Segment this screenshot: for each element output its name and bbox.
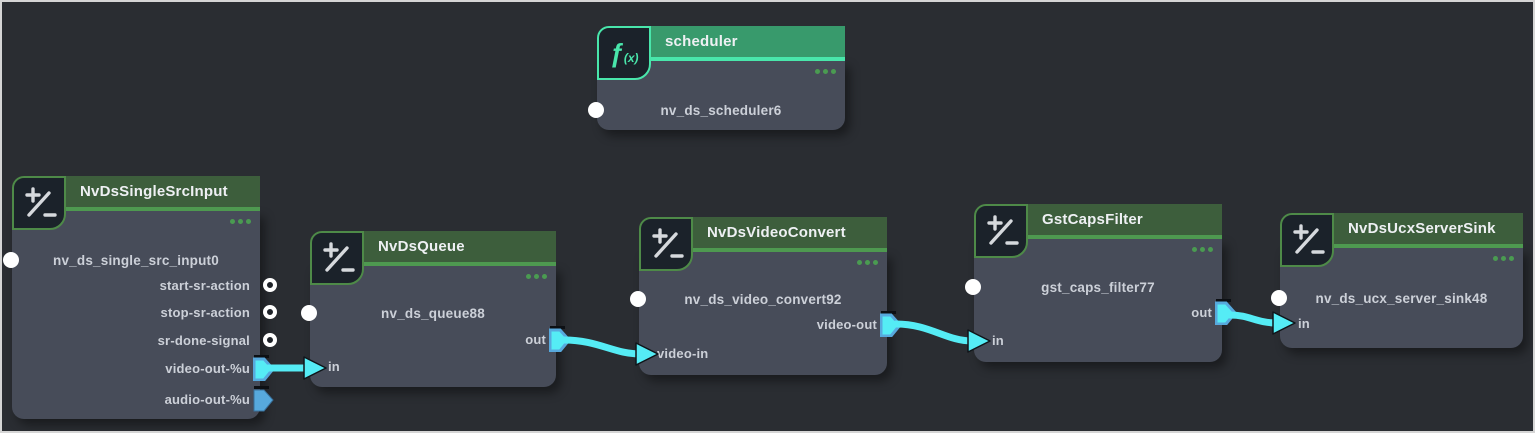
node-ref-port[interactable] <box>588 102 604 118</box>
node-header[interactable]: GstCapsFilter <box>1028 204 1222 239</box>
signal-port[interactable] <box>263 333 277 347</box>
plus-minus-icon <box>310 231 364 285</box>
wire-queue-to-videoconvert[interactable] <box>560 336 644 358</box>
more-options-icon[interactable] <box>812 69 836 74</box>
node-title: NvDsSingleSrcInput <box>80 183 228 200</box>
output-port[interactable] <box>879 311 902 338</box>
function-fx-icon: ƒ(x) <box>597 26 651 80</box>
plus-minus-icon <box>639 217 693 271</box>
output-port[interactable] <box>548 326 571 353</box>
node-nvds-video-convert[interactable]: NvDsVideoConvert nv_ds_video_convert92 v… <box>630 217 902 375</box>
node-title: NvDsVideoConvert <box>707 224 846 241</box>
output-port[interactable] <box>252 355 275 382</box>
node-body <box>639 252 887 375</box>
instance-name: nv_ds_scheduler6 <box>660 102 782 118</box>
port-label: video-in <box>657 345 709 361</box>
node-ref-port[interactable] <box>3 252 19 268</box>
node-ref-port[interactable] <box>301 305 317 321</box>
node-body <box>310 266 556 387</box>
node-ref-port[interactable] <box>965 279 981 295</box>
node-ref-port[interactable] <box>630 291 646 307</box>
node-title: scheduler <box>665 33 738 50</box>
node-header[interactable]: NvDsQueue <box>364 231 556 266</box>
output-port[interactable] <box>1214 299 1237 326</box>
node-ref-port[interactable] <box>1271 290 1287 306</box>
plus-minus-icon <box>12 176 66 230</box>
port-label: out <box>1191 304 1212 320</box>
port-label: sr-done-signal <box>157 332 250 348</box>
port-label: audio-out-%u <box>164 391 250 407</box>
instance-name: nv_ds_video_convert92 <box>684 291 842 307</box>
node-title: GstCapsFilter <box>1042 211 1143 228</box>
more-options-icon[interactable] <box>1490 256 1514 261</box>
node-title: NvDsQueue <box>378 238 465 255</box>
port-label: start-sr-action <box>159 277 250 293</box>
more-options-icon[interactable] <box>523 274 547 279</box>
node-body <box>12 211 260 419</box>
port-label: stop-sr-action <box>160 304 250 320</box>
more-options-icon[interactable] <box>227 219 251 224</box>
node-body <box>974 239 1222 362</box>
signal-port[interactable] <box>263 278 277 292</box>
node-scheduler[interactable]: ƒ(x) scheduler nv_ds_scheduler6 <box>588 26 845 130</box>
port-label: in <box>1298 315 1310 331</box>
more-options-icon[interactable] <box>854 260 878 265</box>
port-label: video-out-%u <box>165 360 250 376</box>
node-nvds-ucx-server-sink[interactable]: NvDsUcxServerSink nv_ds_ucx_server_sink4… <box>1271 213 1523 348</box>
plus-minus-icon <box>974 204 1028 258</box>
more-options-icon[interactable] <box>1189 247 1213 252</box>
plus-minus-icon <box>1280 213 1334 267</box>
node-title: NvDsUcxServerSink <box>1348 220 1496 237</box>
node-nvds-single-src-input[interactable]: NvDsSingleSrcInput nv_ds_single_src_inpu… <box>3 176 277 419</box>
port-label: in <box>328 358 340 374</box>
node-nvds-queue[interactable]: NvDsQueue nv_ds_queue88 out in <box>301 231 571 387</box>
wire-videoconvert-to-capsfilter[interactable] <box>892 320 976 345</box>
port-label: out <box>525 331 546 347</box>
node-header[interactable]: NvDsUcxServerSink <box>1334 213 1523 248</box>
instance-name: nv_ds_single_src_input0 <box>53 252 219 268</box>
signal-port[interactable] <box>263 305 277 319</box>
port-label: in <box>992 332 1004 348</box>
node-header[interactable]: NvDsSingleSrcInput <box>66 176 260 211</box>
port-label: video-out <box>816 316 877 332</box>
node-header[interactable]: NvDsVideoConvert <box>693 217 887 252</box>
instance-name: nv_ds_queue88 <box>381 305 485 321</box>
node-gst-caps-filter[interactable]: GstCapsFilter gst_caps_filter77 out in <box>965 204 1237 362</box>
output-port[interactable] <box>253 386 275 412</box>
node-header[interactable]: scheduler <box>651 26 845 61</box>
instance-name: nv_ds_ucx_server_sink48 <box>1315 290 1488 306</box>
instance-name: gst_caps_filter77 <box>1041 279 1155 295</box>
wire-capsfilter-to-ucxsink[interactable] <box>1226 311 1281 327</box>
